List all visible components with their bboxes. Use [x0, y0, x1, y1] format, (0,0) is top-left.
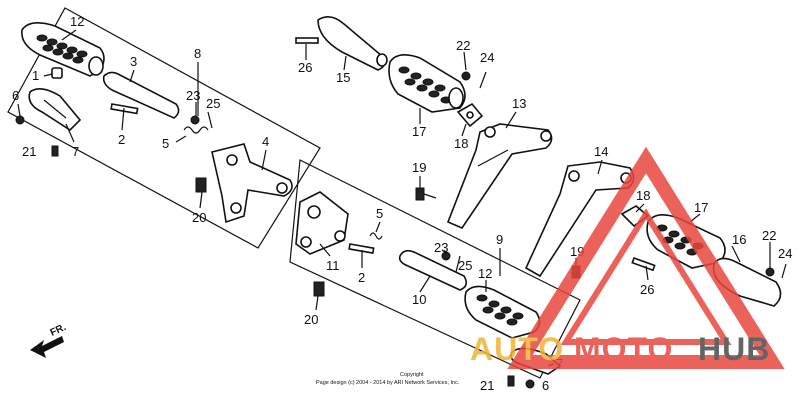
callout-13: 13 [512, 96, 526, 111]
bracket-13 [446, 123, 553, 229]
callout-5-top: 5 [162, 136, 169, 151]
clip-25-top [207, 111, 213, 129]
callout-3: 3 [130, 54, 137, 69]
pin-2-center [348, 243, 375, 255]
callout-5-center: 5 [376, 206, 383, 221]
peg-arm-3 [102, 71, 180, 119]
callout-18-top: 18 [454, 136, 468, 151]
callout-23-center: 23 [434, 240, 448, 255]
bolt-20-left [195, 177, 207, 193]
pin-24-top [479, 71, 487, 89]
collar-1 [51, 67, 63, 79]
callout-26-top: 26 [298, 60, 312, 75]
callout-22-right: 22 [762, 228, 776, 243]
callout-25-center: 25 [458, 258, 472, 273]
callout-24-right: 24 [778, 246, 792, 261]
callout-19-center: 19 [412, 160, 426, 175]
washer-6-top-left [15, 115, 25, 125]
washer-6-bottom [525, 379, 535, 389]
peg-rubber-17-top [388, 54, 466, 113]
copyright-title: Copyright [400, 372, 424, 378]
bolt-21-top-left [51, 145, 59, 157]
peg-arm-10 [398, 249, 468, 291]
callout-1: 1 [32, 68, 39, 83]
watermark-word-auto: AUTO [470, 331, 564, 367]
callout-8: 8 [194, 46, 201, 61]
callout-9: 9 [496, 232, 503, 247]
callout-12-bottom: 12 [478, 266, 492, 281]
callout-15: 15 [336, 70, 350, 85]
callout-22-top: 22 [456, 38, 470, 53]
callout-17-top: 17 [412, 124, 426, 139]
bracket-11 [295, 191, 349, 255]
bracket-4 [211, 143, 293, 224]
callout-21-bottom: 21 [480, 378, 494, 393]
washer-23-center [441, 251, 451, 261]
plate-18-top [456, 102, 484, 128]
watermark-triangle-icon [507, 146, 785, 369]
front-direction-arrow: FR. [30, 322, 68, 358]
pin-26-top [295, 37, 319, 44]
callout-14: 14 [594, 144, 608, 159]
callout-18-right: 18 [636, 188, 650, 203]
callout-16: 16 [732, 232, 746, 247]
callout-20-bottom: 20 [304, 312, 318, 327]
callout-24-top: 24 [480, 50, 494, 65]
callout-6-bottom: 6 [542, 378, 549, 393]
copyright-line: Page design (c) 2004 - 2014 by ARI Netwo… [316, 380, 460, 386]
bolt-20-bottom [313, 281, 325, 297]
front-arrow-label: FR. [49, 322, 68, 339]
pin-24-right [781, 263, 787, 279]
callout-6-top-left: 6 [12, 88, 19, 103]
callout-21-top-left: 21 [22, 144, 36, 159]
callout-17-right: 17 [694, 200, 708, 215]
callout-7-top-left: 7 [72, 144, 79, 159]
watermark-inner-triangle [560, 208, 732, 345]
clip-25-center [455, 255, 461, 273]
callout-23-top: 23 [186, 88, 200, 103]
callout-labels: 12 1 6 3 8 23 25 2 5 7 21 4 20 26 15 22 … [12, 14, 792, 393]
group-frame-left [7, 7, 321, 249]
front-arrow-icon [30, 336, 64, 358]
footpeg-rubber-12-top-left [21, 22, 105, 77]
group-frame-right [289, 159, 581, 379]
washer-22-right [765, 267, 775, 277]
automotohub-watermark: AUTO MOTO HUB [470, 146, 785, 369]
footpeg-bracket-7-top-left [28, 88, 82, 132]
callout-10: 10 [412, 292, 426, 307]
spring-5-top [183, 126, 209, 134]
watermark-word-hub: HUB [698, 331, 770, 367]
callout-2-top: 2 [118, 132, 125, 147]
callout-12-top-left: 12 [70, 14, 84, 29]
callout-2-center: 2 [358, 270, 365, 285]
callout-25-top: 25 [206, 96, 220, 111]
callout-26-right: 26 [640, 282, 654, 297]
bolt-19-center [415, 187, 437, 201]
callout-20-left: 20 [192, 210, 206, 225]
washer-22-top [461, 71, 471, 81]
spring-5-center [369, 232, 383, 240]
watermark-word-moto: MOTO [574, 331, 673, 367]
bolt-21-bottom [507, 375, 515, 387]
washer-23-top [190, 115, 200, 125]
callout-11: 11 [326, 258, 340, 273]
peg-rubber-15 [317, 16, 388, 71]
callout-4: 4 [262, 134, 269, 149]
pin-26-right [631, 256, 656, 272]
